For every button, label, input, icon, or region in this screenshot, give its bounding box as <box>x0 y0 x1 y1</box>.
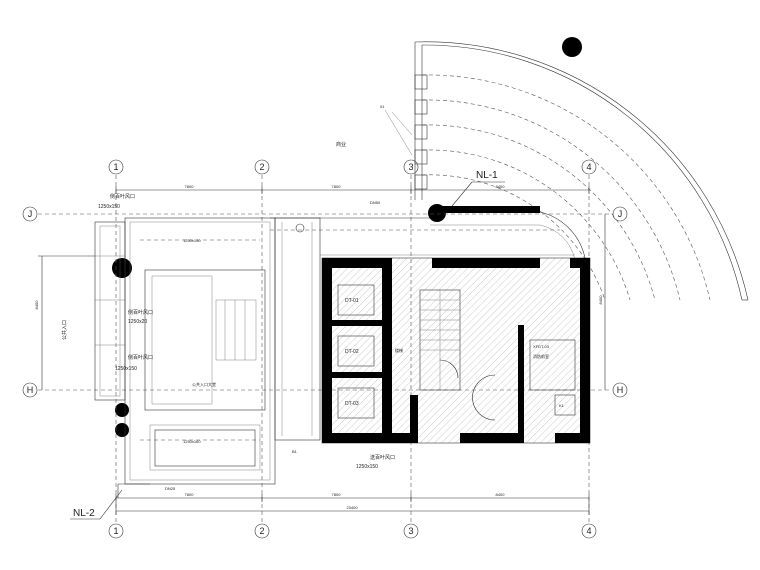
axis-h-left: H <box>27 385 34 395</box>
elevator-3-tag: DT-03 <box>345 401 359 407</box>
axis-2-bottom: 2 <box>259 526 264 536</box>
dimension-right: 8400 <box>598 214 606 390</box>
tag-k1: K1 <box>559 403 565 408</box>
nl2-label: NL-2 <box>73 508 95 519</box>
anno-b1: B1 <box>292 449 298 454</box>
dimension-bottom: 7800 7800 8400 23400 <box>115 492 590 515</box>
vent-mid-left2-label: 侧百叶风口 <box>128 354 153 361</box>
dimension-left: 8400 <box>34 255 95 390</box>
axis-4-top: 4 <box>586 162 591 172</box>
dim-top-3: 8400 <box>496 184 506 189</box>
axis-h-right: H <box>617 385 624 395</box>
lobby-note: 公共入口大堂 <box>192 381 216 387</box>
axis-4-bottom: 4 <box>586 526 591 536</box>
elevator-1-tag: DT-01 <box>345 298 359 304</box>
vent-mid-left2-size: 1250x150 <box>115 366 137 372</box>
curved-plaza-outline <box>414 41 749 301</box>
public-entrance-label: 公共入口 <box>61 320 68 340</box>
vent-top-left-size: 1250x150 <box>98 204 120 210</box>
axis-1-top: 1 <box>113 162 118 172</box>
anno-01: 01 <box>380 104 385 109</box>
annotations: 商业 DN50 DN25 01 B1 侧百叶风口 1250x150 1250x1… <box>61 104 413 491</box>
marker-dot <box>115 423 129 437</box>
nl1-label: NL-1 <box>476 170 498 181</box>
marker-dot <box>562 37 582 57</box>
dim-left: 8400 <box>34 300 39 310</box>
dim-bottom-total: 23400 <box>346 505 358 510</box>
axis-j-right: J <box>618 209 623 219</box>
axis-2-top: 2 <box>259 162 264 172</box>
dimension-top: 7800 7800 8400 <box>115 184 590 194</box>
axis-j-left: J <box>28 209 33 219</box>
marker-dot <box>115 403 129 417</box>
dim-bottom-1: 7800 <box>185 492 195 497</box>
vent-mid-left-label: 侧百叶风口 <box>128 309 153 316</box>
stair-note: 楼梯 <box>395 347 403 353</box>
vent-bottom-label: 送百叶风口 <box>370 454 395 461</box>
vent-mid-left-size: 1250x20 <box>128 319 147 325</box>
vent-top-left-label: 侧百叶风口 <box>110 193 135 200</box>
marker-nl2: NL-2 <box>70 489 123 520</box>
duct-top-size: 1250x150 <box>183 238 201 243</box>
core: DT-01 DT-02 DT-03 XFDT-03 消防前室 楼梯 K1 <box>321 257 591 444</box>
commercial-label: 商业 <box>336 141 346 148</box>
dim-bottom-3: 8400 <box>496 492 506 497</box>
corridor <box>270 217 575 441</box>
dim-top-2: 7800 <box>332 184 342 189</box>
axis-3-bottom: 3 <box>408 526 413 536</box>
dim-bottom-2: 7800 <box>332 492 342 497</box>
pipe-top-label: DN50 <box>370 200 381 205</box>
axis-3-top: 3 <box>408 162 413 172</box>
elevator-2-tag: DT-02 <box>345 349 359 355</box>
fire-anteroom-note: 消防前室 <box>533 353 549 359</box>
dim-right: 8400 <box>598 295 603 305</box>
marker-nl1: NL-1 <box>440 170 540 213</box>
duct-bottom-size: 1250x160 <box>183 439 201 444</box>
axis-bubbles: 1 2 3 4 1 2 3 4 J H J H <box>22 159 628 539</box>
pipe-bottom-label: DN25 <box>165 486 176 491</box>
vent-bottom-size: 1250x150 <box>356 464 378 470</box>
axis-grid <box>38 175 612 522</box>
dim-top-1: 7800 <box>185 184 195 189</box>
fire-elevator-tag: XFDT-03 <box>533 344 550 349</box>
marker-dot <box>112 258 132 278</box>
axis-1-bottom: 1 <box>113 526 118 536</box>
